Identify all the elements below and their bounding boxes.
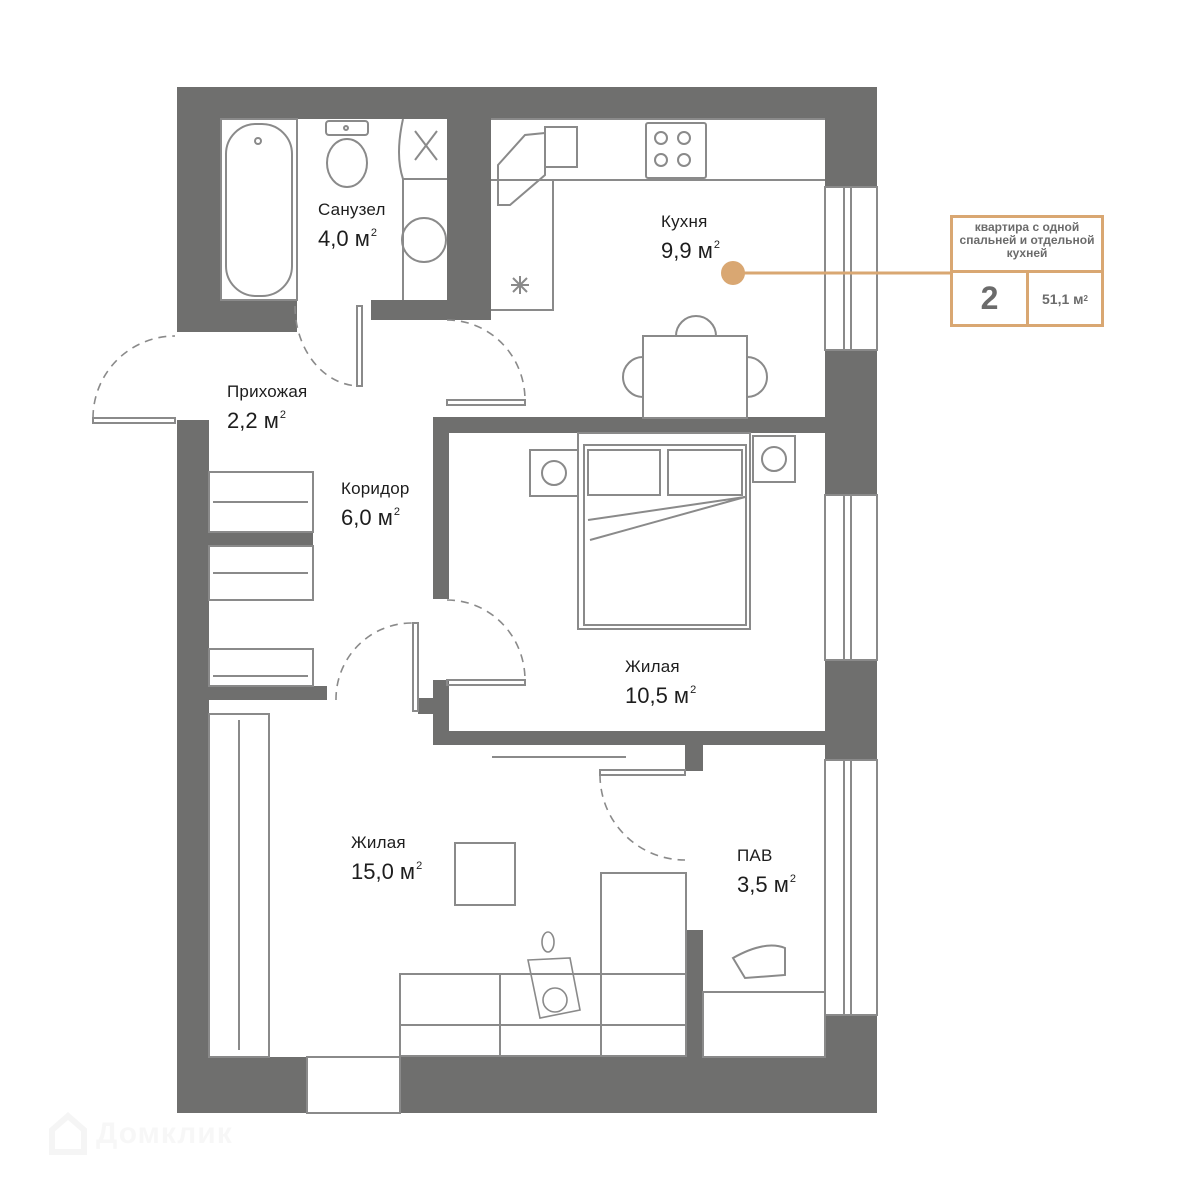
room-bedroom: Жилая 10,5 м2 [625, 657, 696, 709]
apartment-info-box: квартира с одной спальней и отдельной ку… [950, 215, 1104, 327]
room-living: Жилая 15,0 м2 [351, 833, 422, 885]
room-area: 3,5 м2 [737, 872, 796, 897]
info-pointer [721, 261, 952, 285]
room-area: 6,0 м2 [341, 505, 400, 530]
room-area: 2,2 м2 [227, 408, 286, 433]
room-area: 15,0 м2 [351, 859, 423, 884]
room-name: ПАВ [737, 846, 773, 865]
room-area: 9,9 м2 [661, 238, 720, 263]
fixtures [92, 118, 878, 1114]
room-name: Прихожая [227, 382, 308, 401]
room-corridor: Коридор 6,0 м2 [341, 479, 410, 531]
door-swings [92, 305, 686, 861]
person-icon [527, 931, 581, 1019]
walls [177, 87, 877, 1113]
room-kitchen: Кухня 9,9 м2 [661, 212, 720, 264]
room-area: 10,5 м2 [625, 683, 697, 708]
rooms-count: 2 [953, 273, 1029, 324]
room-name: Кухня [661, 212, 708, 231]
room-name: Жилая [351, 833, 406, 852]
room-name: Санузел [318, 200, 386, 219]
room-name: Коридор [341, 479, 410, 498]
apartment-description: квартира с одной спальней и отдельной ку… [953, 218, 1101, 273]
room-area: 4,0 м2 [318, 226, 377, 251]
room-hallway: Прихожая 2,2 м2 [227, 382, 307, 434]
watermark: Домклик [48, 1112, 233, 1156]
room-name: Жилая [625, 657, 680, 676]
house-logo-icon [49, 1112, 87, 1155]
room-bathroom: Санузел 4,0 м2 [318, 200, 386, 252]
watermark-text: Домклик [96, 1117, 233, 1150]
room-pav: ПАВ 3,5 м2 [737, 846, 796, 898]
